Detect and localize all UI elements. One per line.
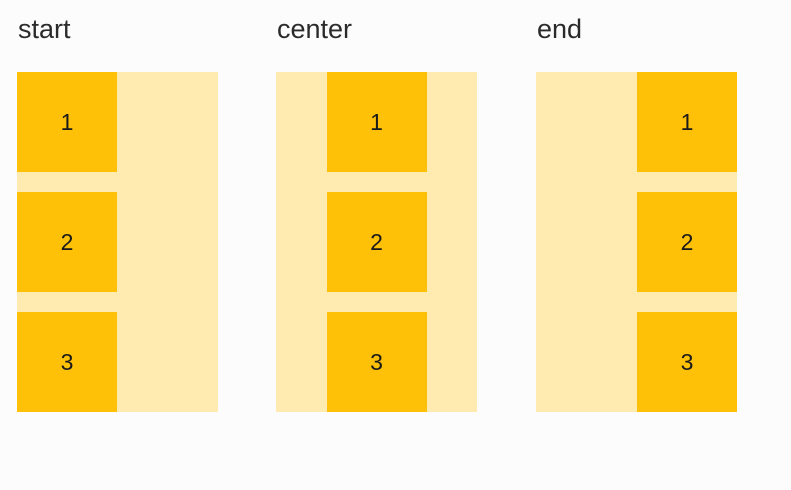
flex-item: 3 [326, 312, 427, 412]
flex-item: 1 [637, 72, 737, 172]
flex-item: 2 [17, 192, 117, 292]
flex-item: 1 [17, 72, 117, 172]
flex-item: 2 [326, 192, 427, 292]
flex-item: 2 [637, 192, 737, 292]
flex-container-center: 1 2 3 [276, 72, 477, 412]
demo-label-start: start [18, 14, 71, 44]
flex-item: 1 [326, 72, 427, 172]
flex-container-end: 1 2 3 [536, 72, 737, 412]
demo-label-center: center [277, 14, 353, 44]
flex-container-start: 1 2 3 [17, 72, 218, 412]
flex-item: 3 [17, 312, 117, 412]
demo-label-end: end [537, 14, 583, 44]
flex-item: 3 [637, 312, 737, 412]
